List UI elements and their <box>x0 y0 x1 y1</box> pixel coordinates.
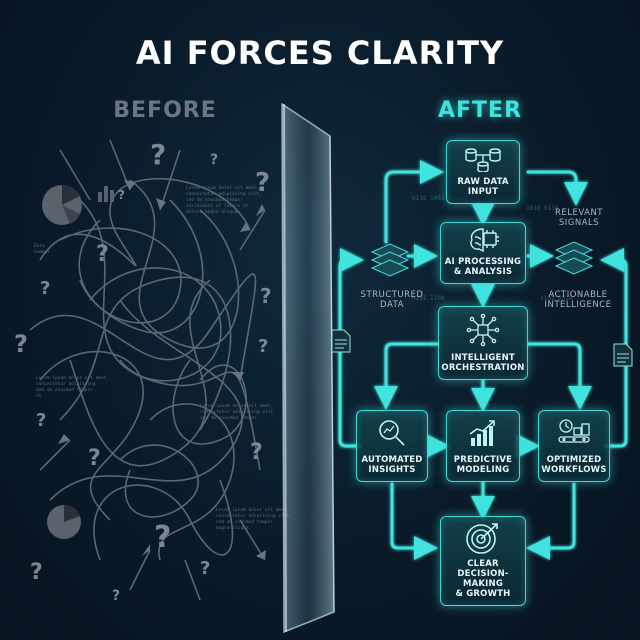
before-heading: BEFORE <box>113 98 217 123</box>
question-mark-icon: ? <box>258 336 269 357</box>
before-note: Data number <box>34 244 51 255</box>
question-mark-icon: ? <box>96 242 109 267</box>
database-icon <box>464 141 502 177</box>
question-mark-icon: ? <box>40 278 51 299</box>
before-note: Lorem ipsum dolor sit amet, consectetur … <box>36 376 110 399</box>
question-mark-icon: ? <box>14 330 28 358</box>
question-mark-icon: ? <box>154 520 172 555</box>
predictive-modeling-label: PREDICTIVE MODELING <box>453 455 513 475</box>
raw-data-input-node: RAW DATA INPUT <box>446 140 520 204</box>
after-heading: AFTER <box>437 98 523 123</box>
before-note: Lorem ipsum dolor sit amet, consectetur … <box>200 404 274 421</box>
before-note: Lorem ipsum dolor sit amet, consectetur … <box>186 186 262 215</box>
actionable-intelligence-stack-icon <box>554 241 594 275</box>
question-mark-icon: ? <box>150 138 167 171</box>
optimized-workflows-node: OPTIMIZED WORKFLOWS <box>538 410 610 482</box>
magnifier-chart-icon <box>376 411 408 455</box>
actionable-intelligence-label: ACTIONABLE INTELLIGENCE <box>544 290 612 310</box>
intelligent-orchestration-label: INTELLIGENT ORCHESTRATION <box>441 353 525 373</box>
question-mark-icon: ? <box>112 588 121 604</box>
raw-data-input-label: RAW DATA INPUT <box>457 177 509 197</box>
relevant-signals-label: RELEVANT SIGNALS <box>554 208 604 228</box>
question-mark-icon: ? <box>250 440 263 465</box>
predictive-modeling-node: PREDICTIVE MODELING <box>446 410 520 482</box>
svg-text:1010 0110: 1010 0110 <box>526 205 559 212</box>
svg-text:1101 0010: 1101 0010 <box>540 295 573 302</box>
ai-processing-node: AI PROCESSING & ANALYSIS <box>440 222 526 284</box>
chip-network-icon <box>466 307 500 353</box>
automated-insights-node: AUTOMATED INSIGHTS <box>356 410 428 482</box>
question-mark-icon: ? <box>88 446 101 471</box>
clear-decision-node: CLEAR DECISION-MAKING & GROWTH <box>440 516 526 606</box>
structured-data-label: STRUCTURED DATA <box>360 290 424 310</box>
brain-chip-icon <box>466 223 500 257</box>
question-mark-icon: ? <box>260 284 272 308</box>
question-mark-icon: ? <box>210 152 219 168</box>
question-mark-icon: ? <box>30 560 43 585</box>
question-mark-icon: ? <box>36 410 47 431</box>
intelligent-orchestration-node: INTELLIGENT ORCHESTRATION <box>438 306 528 380</box>
ai-processing-label: AI PROCESSING & ANALYSIS <box>444 257 522 277</box>
document-icon <box>613 343 633 367</box>
structured-data-stack-icon <box>370 243 410 277</box>
question-mark-icon: ? <box>200 558 211 579</box>
pie-chart-icon <box>42 184 82 225</box>
conveyor-icon <box>557 411 591 455</box>
target-icon <box>464 517 502 559</box>
mini-bar-chart-icon <box>98 186 114 202</box>
automated-insights-label: AUTOMATED INSIGHTS <box>361 455 423 475</box>
page-title: AI FORCES CLARITY <box>135 34 505 72</box>
optimized-workflows-label: OPTIMIZED WORKFLOWS <box>541 455 607 475</box>
question-mark-icon: ? <box>255 168 271 198</box>
bar-chart-icon <box>467 411 499 455</box>
document-icon <box>331 329 351 353</box>
question-mark-icon: ? <box>118 188 125 202</box>
clear-decision-label: CLEAR DECISION-MAKING & GROWTH <box>455 559 511 599</box>
svg-text:0101 1100: 0101 1100 <box>412 295 445 302</box>
svg-text:0110 1001 0011: 0110 1001 0011 <box>412 195 463 202</box>
pie-chart-icon <box>47 504 81 539</box>
